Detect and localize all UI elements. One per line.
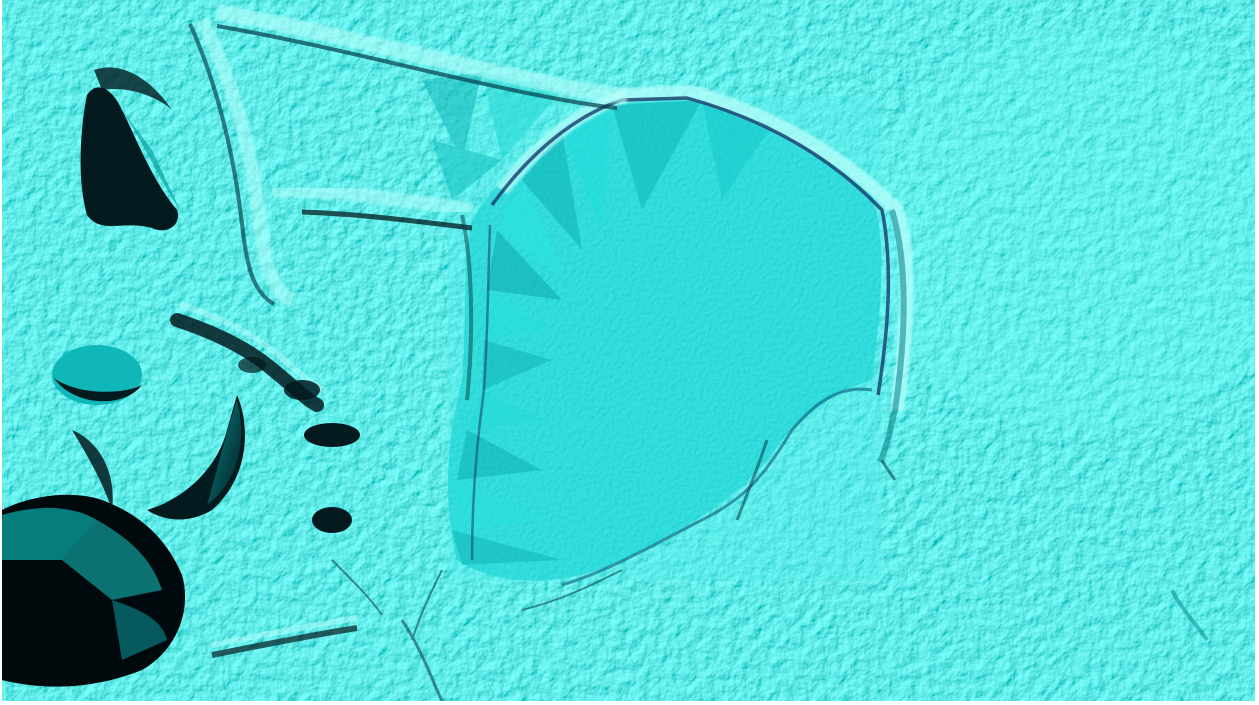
hole-4 [284,380,320,400]
pit-ridge-top [94,67,172,110]
pit-upper-west-face [122,110,180,210]
hole-5 [238,357,266,373]
mound-west-shadow [54,378,142,402]
pit-southwest-face-3 [112,600,167,660]
quarry-pits [2,67,360,687]
basin-rim-edge [490,96,891,396]
middle-road-shadow [301,209,473,231]
interpolation-facets [422,72,772,565]
hole-3 [312,507,352,533]
road-embankments [188,4,628,658]
south-road-highlight [211,615,358,648]
upland-highlight [862,30,1255,430]
middle-road-highlight [271,183,473,217]
hole-1 [108,205,136,225]
south-road-shadow [211,625,358,658]
hole-2 [304,423,360,447]
basin-east-embankment [877,209,907,464]
basin-west-edge [470,224,492,561]
connector-road [460,214,474,401]
flat-basin [422,72,914,587]
pit-west-ridge [72,430,113,510]
north-road-highlight [215,4,628,104]
pit-upper-west [80,87,178,231]
pit-southwest-face-2 [62,520,162,600]
north-road-shadow [216,24,618,110]
basin-southeast-edge [561,387,873,587]
pit-lower-crescent-face [207,400,242,505]
pit-southwest-face-1 [2,508,97,560]
relief-shadows [331,439,1209,701]
west-road-highlight [195,16,296,307]
west-road-shadow [188,23,276,306]
